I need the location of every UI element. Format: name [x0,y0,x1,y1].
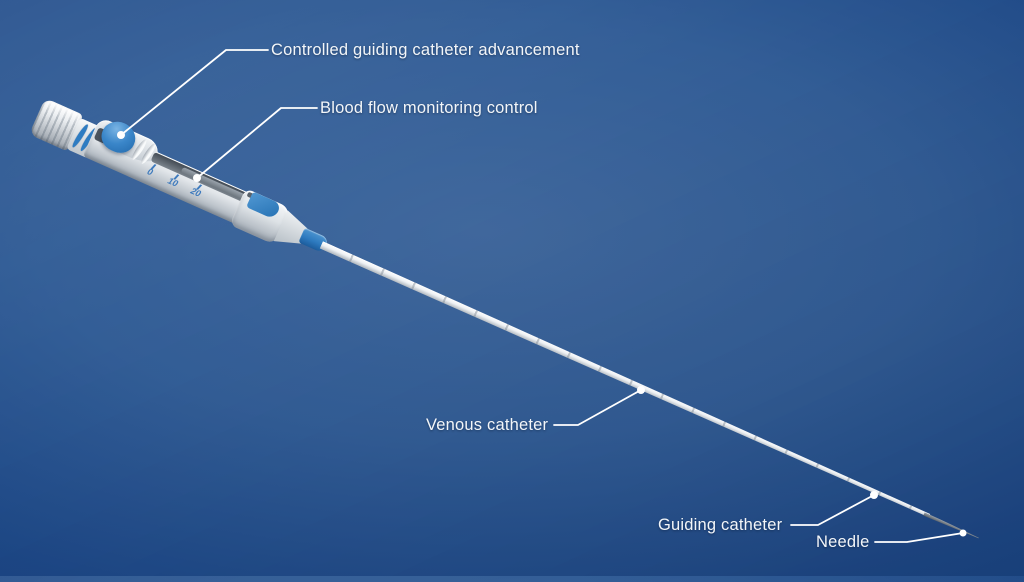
anchor-dot-venous-catheter [637,386,645,394]
leader-line-blood-flow-control [196,107,318,179]
label-needle: Needle [816,533,870,551]
label-controlled-advancement: Controlled guiding catheter advancement [271,41,580,59]
leader-line-controlled-advancement [120,49,269,136]
anchor-dot-controlled-advancement [117,131,125,139]
anchor-dot-blood-flow-control [193,174,201,182]
leader-line-needle [874,532,964,543]
anchor-dot-needle [959,529,967,537]
label-venous-catheter: Venous catheter [426,416,549,434]
leader-line-venous-catheter [553,389,642,426]
leader-line-guiding-catheter [790,494,875,526]
label-blood-flow-control: Blood flow monitoring control [320,99,538,117]
label-guiding-catheter: Guiding catheter [658,516,783,534]
anchor-dot-guiding-catheter [870,491,878,499]
